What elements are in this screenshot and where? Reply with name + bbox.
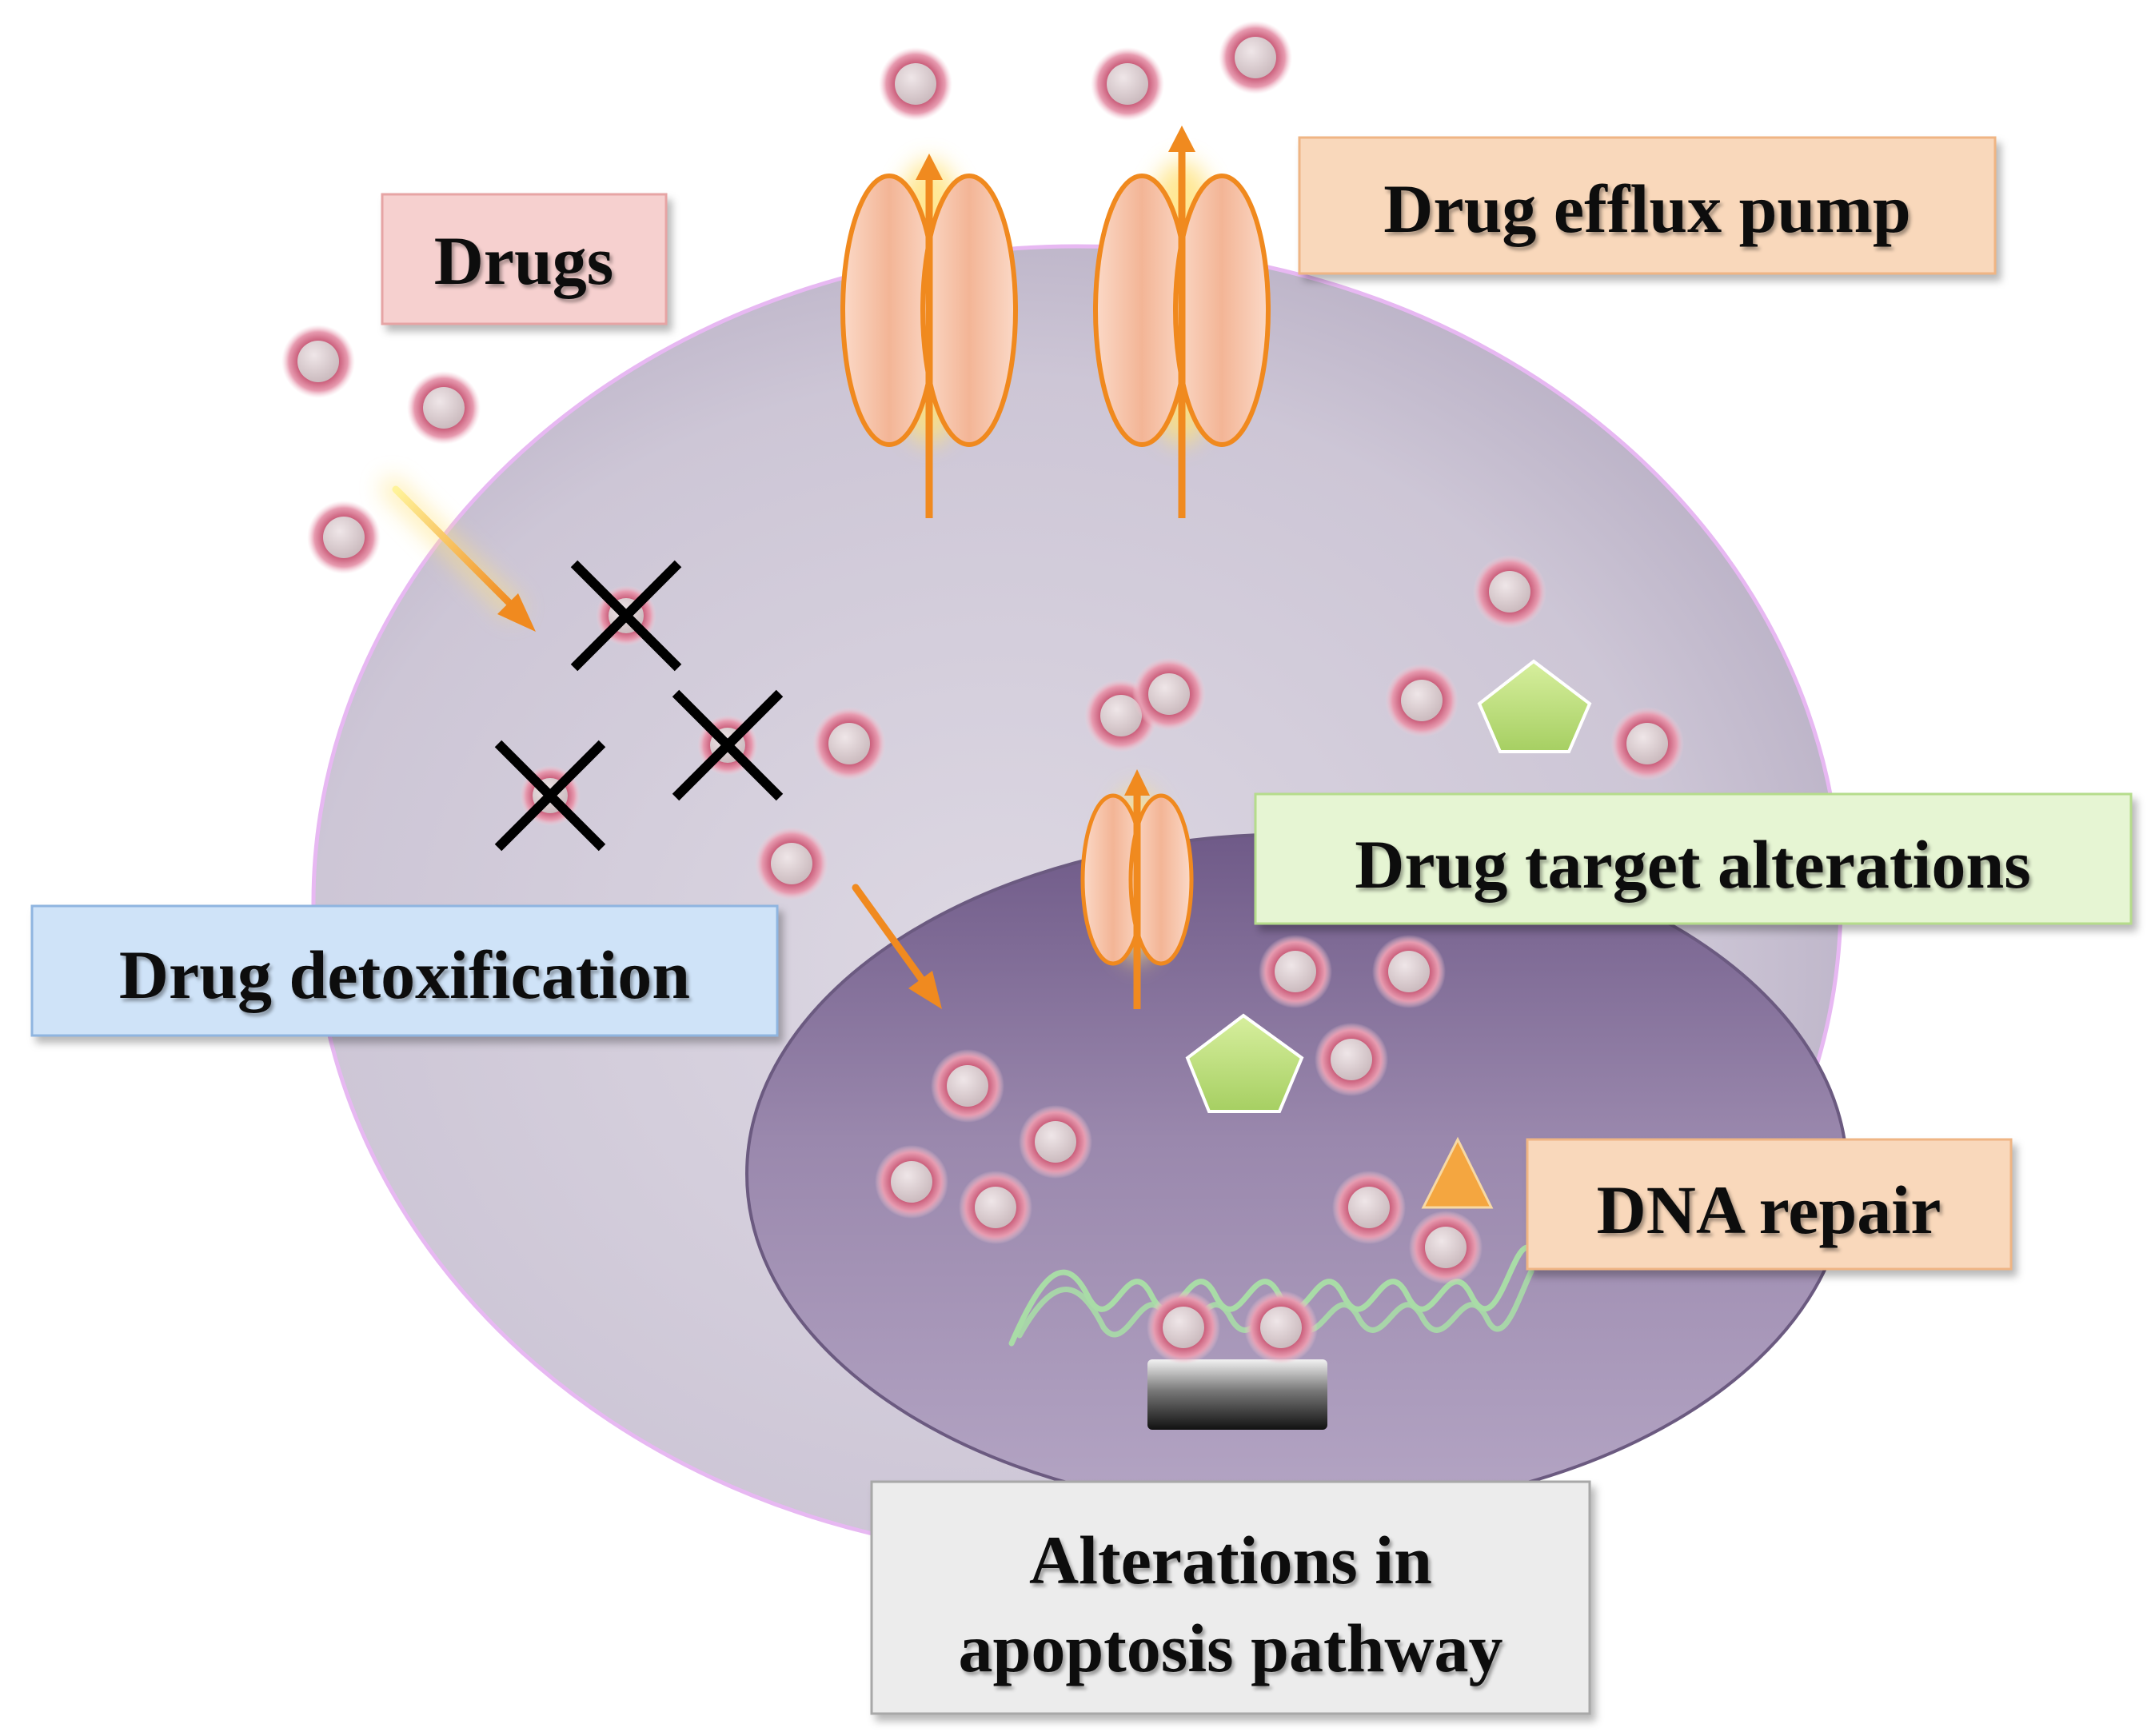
label-drugs: Drugs	[381, 193, 668, 325]
apoptosis-block	[1147, 1359, 1327, 1430]
drug-molecule	[1409, 1211, 1483, 1284]
drug-molecule	[931, 1049, 1004, 1123]
label-dna-text: DNA repair	[1597, 1171, 1941, 1248]
drug-molecule	[407, 371, 481, 445]
drug-molecule	[1259, 935, 1332, 1008]
label-detox: Drug detoxification	[30, 904, 779, 1037]
label-dna: DNA repair	[1526, 1138, 2013, 1271]
detoxified-drugs	[494, 560, 784, 852]
drug-molecule	[1473, 555, 1546, 629]
drug-molecule	[812, 707, 886, 780]
efflux-pump-left	[840, 160, 1018, 447]
label-target-text: Drug target alterations	[1355, 826, 2030, 903]
detoxified-drug	[672, 689, 784, 801]
drug-molecule	[1244, 1291, 1318, 1364]
efflux-arrows	[916, 126, 1195, 1009]
efflux-pump-nuclear	[1080, 788, 1194, 966]
target-pentagon-nucleus	[1185, 1013, 1304, 1113]
label-target: Drug target alterations	[1254, 792, 2133, 925]
drug-molecule	[1147, 1291, 1220, 1364]
drug-molecule	[1610, 707, 1684, 780]
drug-molecule	[281, 325, 355, 398]
label-efflux-text: Drug efflux pump	[1383, 170, 1910, 247]
label-drugs-text: Drugs	[434, 222, 614, 299]
detoxified-drug	[494, 740, 606, 852]
label-detox-text: Drug detoxification	[119, 936, 690, 1013]
drug-molecule	[1019, 1105, 1092, 1179]
dna-repair-triangle	[1421, 1136, 1494, 1209]
detoxified-drug	[570, 560, 682, 672]
label-apoptosis: Alterations in apoptosis pathway	[870, 1480, 1591, 1715]
drug-molecule	[1315, 1023, 1388, 1096]
drug-molecule	[1132, 657, 1206, 731]
drug-molecule	[959, 1171, 1032, 1244]
drug-molecule	[879, 47, 952, 121]
drug-molecule	[1219, 21, 1292, 94]
drug-molecules	[281, 21, 1684, 1364]
target-pentagon-cytoplasm	[1477, 659, 1592, 753]
drug-molecule	[1372, 935, 1446, 1008]
drug-molecule	[307, 501, 381, 574]
label-apoptosis-line2: apoptosis pathway	[958, 1610, 1503, 1686]
drug-molecule	[1385, 664, 1459, 737]
drug-molecule	[1332, 1171, 1406, 1244]
influx-arrows	[381, 477, 942, 1009]
drug-molecule	[1091, 47, 1164, 121]
drug-molecule	[875, 1145, 948, 1219]
label-efflux: Drug efflux pump	[1298, 136, 1997, 275]
drug-molecule	[755, 827, 828, 900]
label-apoptosis-line1: Alterations in	[1029, 1522, 1432, 1598]
efflux-pump-right	[1093, 160, 1271, 447]
